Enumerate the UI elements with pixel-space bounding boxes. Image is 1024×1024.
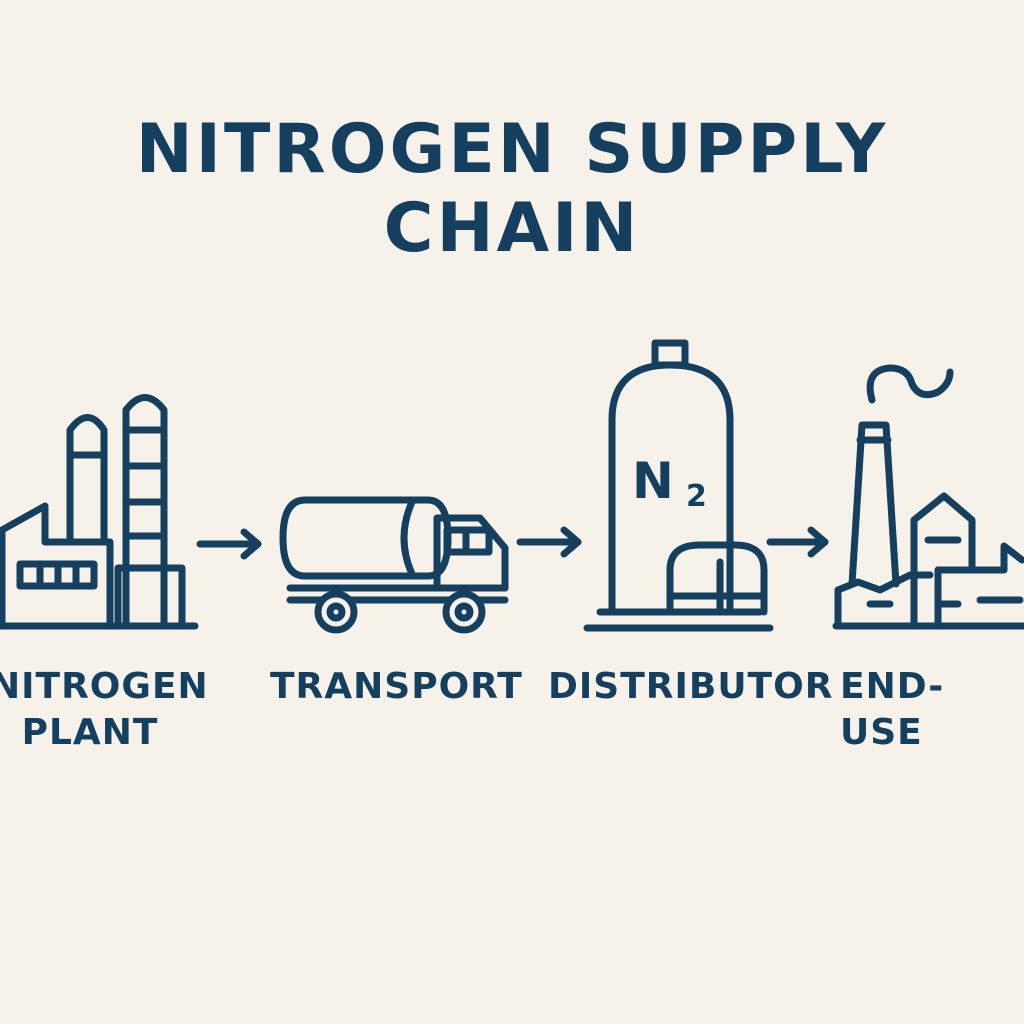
diagram-title: NITROGEN SUPPLY CHAIN <box>135 110 889 268</box>
tank-formula-text: N <box>632 452 674 510</box>
step-label-nitrogen-plant: NITROGEN PLANT <box>0 664 209 756</box>
step-label-line: TRANSPORT <box>270 666 523 707</box>
step-label-line: NITROGEN <box>0 666 209 707</box>
tank-formula-subscript: 2 <box>686 479 707 514</box>
gas-tank-icon <box>583 339 774 632</box>
arrow-right-icon <box>516 526 582 558</box>
step-label-transport: TRANSPORT <box>270 664 523 710</box>
arrow-right-icon <box>766 526 829 558</box>
step-label-end-use: END-USE <box>840 664 1024 756</box>
step-label-line: DISTRIBUTOR <box>548 666 834 707</box>
step-label-distributor: DISTRIBUTOR <box>548 664 834 710</box>
step-label-line: END-USE <box>840 666 945 753</box>
factory-icon <box>0 394 199 630</box>
arrow-right-icon <box>196 528 262 560</box>
step-label-line: PLANT <box>21 712 159 753</box>
industrial-plant-icon <box>832 364 1024 630</box>
tanker-truck-icon <box>279 496 509 634</box>
